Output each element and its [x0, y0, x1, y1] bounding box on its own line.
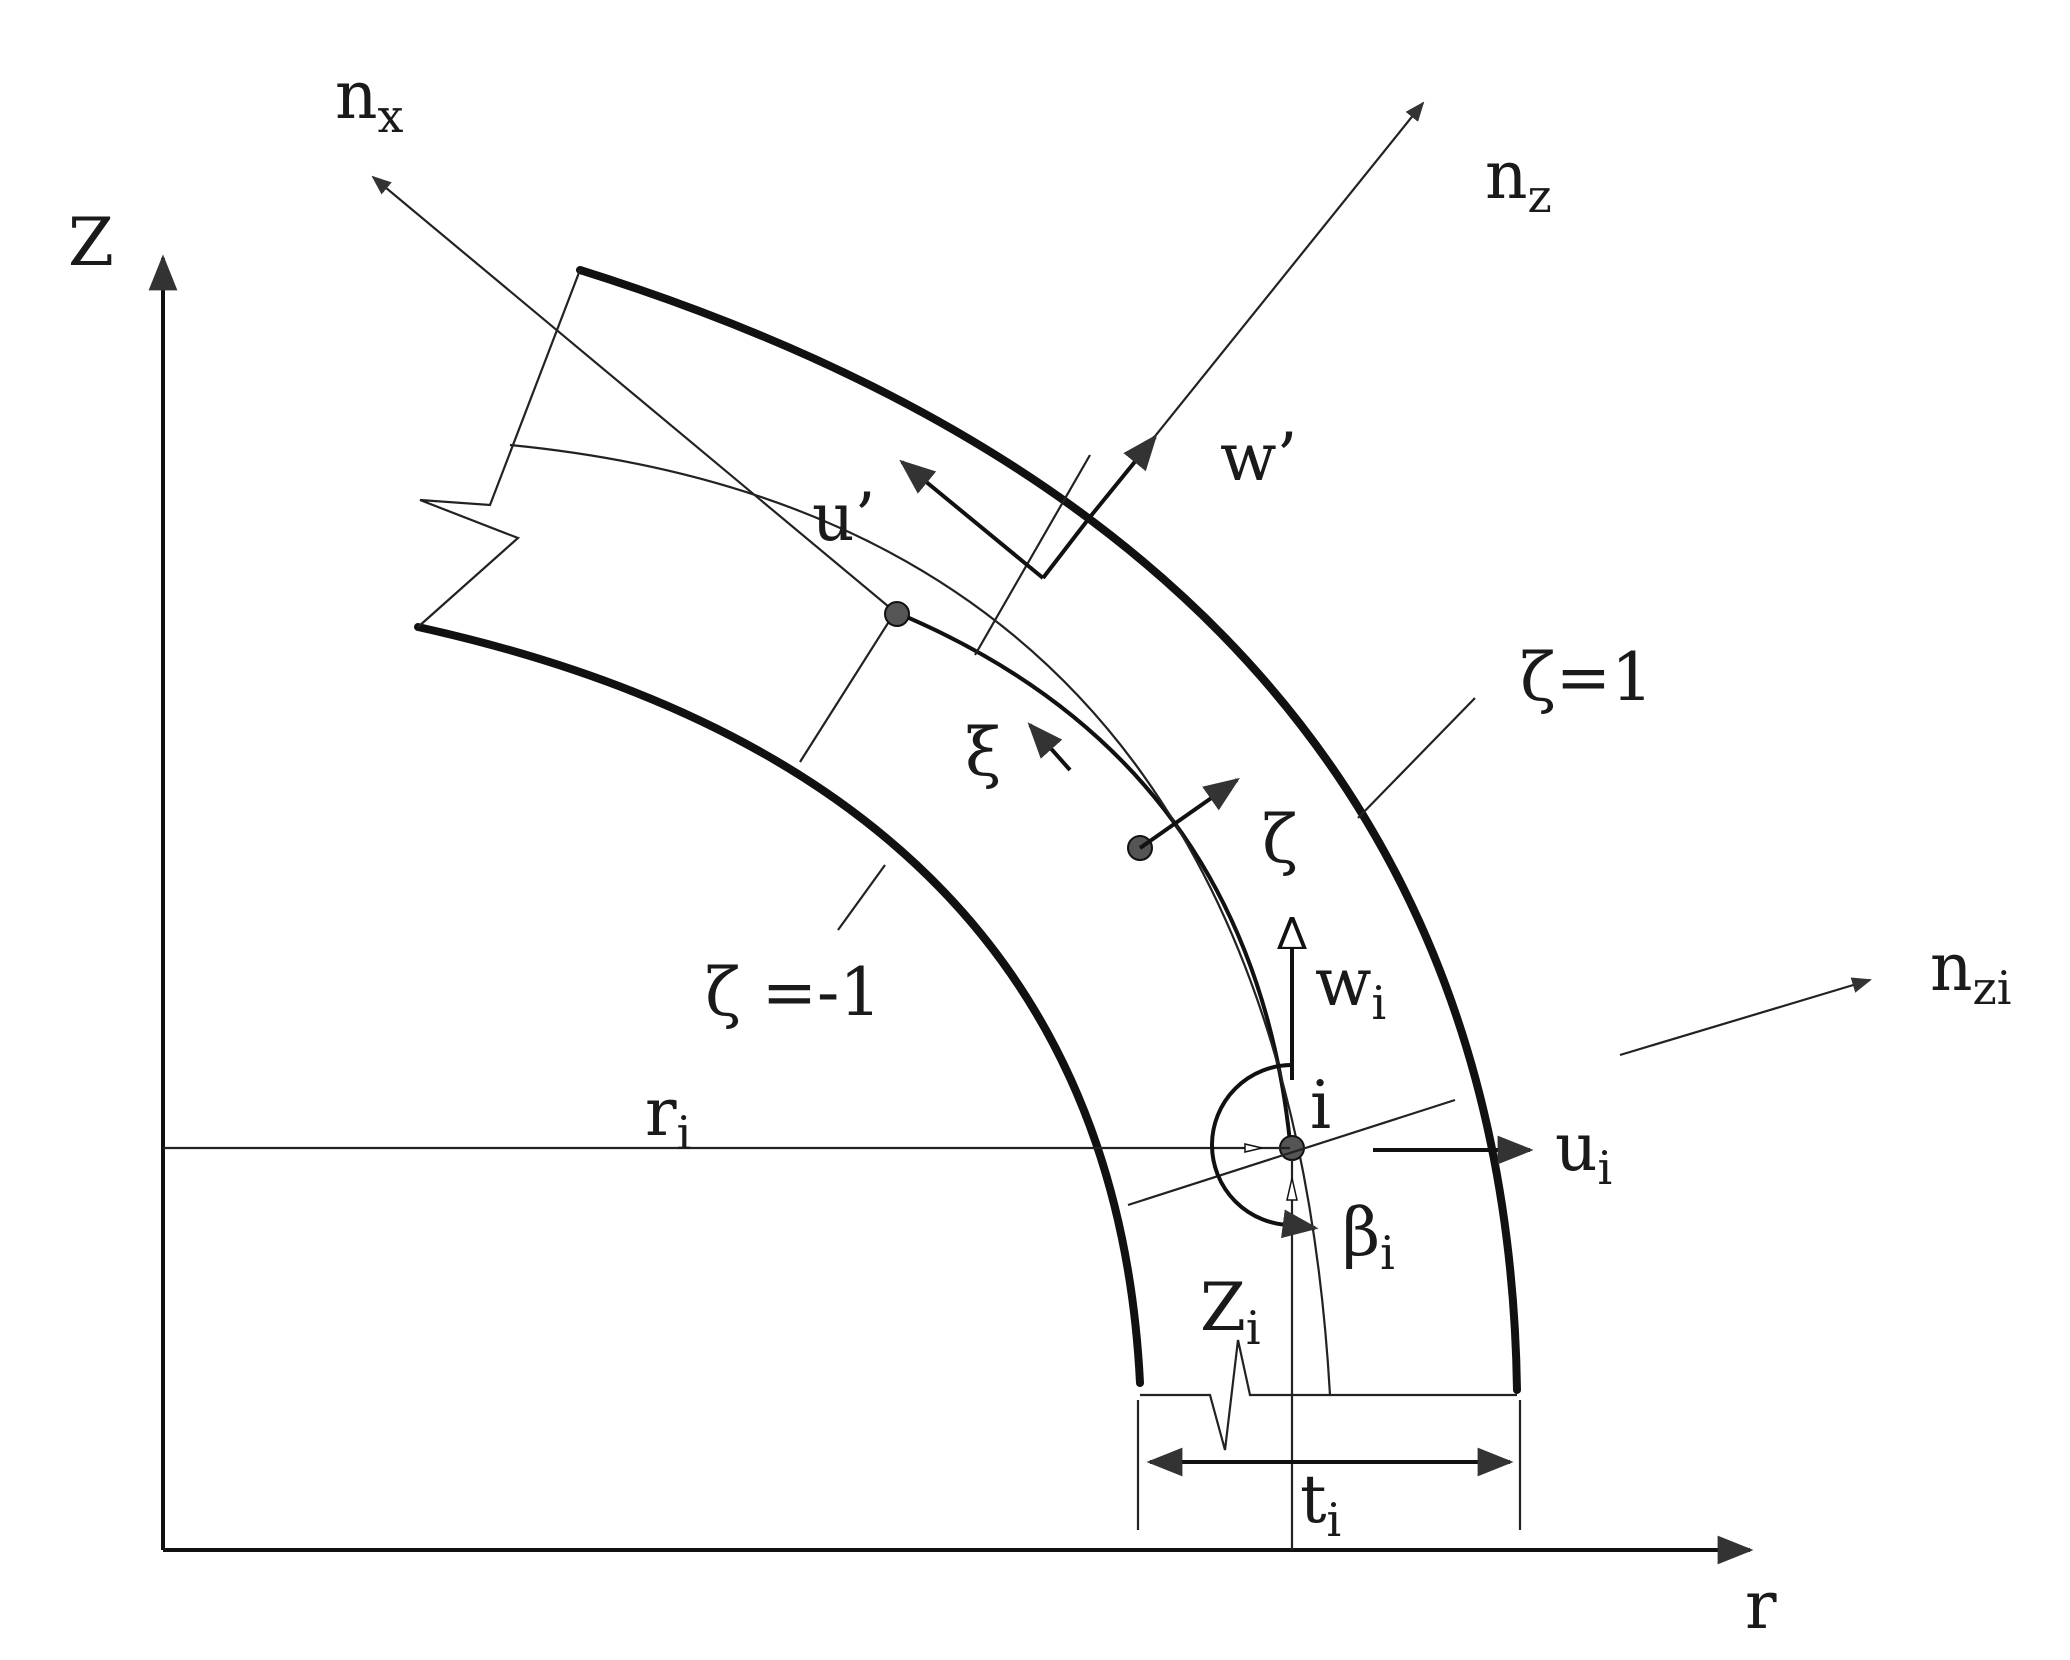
w-prime-label: w’	[1220, 419, 1297, 496]
inner-surface-arc	[414, 623, 1144, 1387]
zeta-arrow	[1138, 777, 1240, 850]
nz-label: nz	[1485, 137, 1552, 223]
zeta-neg-label: ζ =-1	[705, 954, 881, 1031]
section-line-left	[799, 611, 896, 763]
top-break-edge	[417, 269, 582, 628]
zeta-label: ζ	[1262, 801, 1298, 878]
nzi-direction-line	[1127, 1098, 1456, 1207]
zeta-neg-leader	[837, 864, 886, 931]
outer-surface-arc	[576, 266, 1521, 1394]
zeta-pos-leader	[1357, 697, 1476, 819]
nzi-vector	[1619, 977, 1872, 1057]
u-i-label: ui	[1555, 1109, 1612, 1195]
beta-i-label: βi	[1342, 1194, 1395, 1280]
zeta-pos-label: ζ=1	[1520, 639, 1653, 716]
nzi-label: nzi	[1930, 929, 2011, 1015]
bottom-break-edge	[1140, 1339, 1517, 1451]
beta-i-arc	[1210, 1063, 1293, 1227]
nx-label: nx	[335, 57, 404, 143]
w-prime-vector	[1088, 434, 1158, 519]
section-line-mid	[974, 454, 1091, 656]
u-prime-vector	[899, 459, 1045, 580]
z-axis-label: Z	[68, 204, 114, 281]
beta-i-arrowhead	[1281, 1209, 1319, 1239]
mid-surface-arc	[894, 610, 1292, 1143]
u-prime-bracket	[1041, 515, 1092, 580]
node-i-label: i	[1310, 1067, 1331, 1144]
xi-label: ξ	[965, 714, 1001, 791]
reference-arc	[509, 443, 1332, 1396]
t-i-label: ti	[1300, 1461, 1341, 1547]
angle-tick-icon-2	[1286, 1177, 1298, 1201]
angle-tick-icon	[1244, 1143, 1263, 1153]
z-i-label: Zi	[1200, 1269, 1261, 1355]
w-i-label: wi	[1315, 944, 1386, 1030]
r-axis-label: r	[1745, 1567, 1777, 1644]
nx-vector	[371, 175, 896, 613]
r-i-label: ri	[645, 1074, 691, 1160]
u-prime-label: u’	[812, 479, 876, 556]
node-top	[884, 601, 910, 627]
xi-arrow	[1027, 722, 1072, 772]
